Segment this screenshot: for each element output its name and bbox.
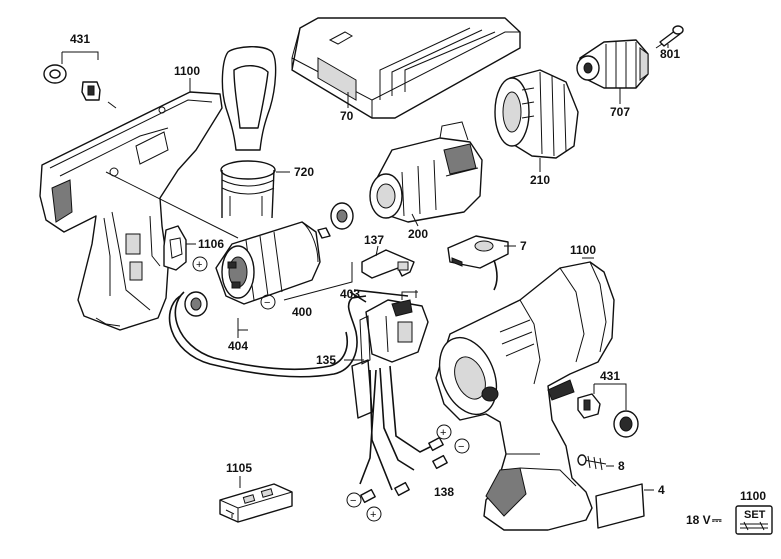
voltage-label: 18 V xyxy=(686,513,711,527)
part-label-707: 707 xyxy=(610,105,630,119)
housing-assembled-right xyxy=(435,261,615,531)
chuck-screw xyxy=(655,25,684,49)
part-label-1100-left: 1100 xyxy=(174,64,200,78)
part-label-1106: 1106 xyxy=(198,237,224,251)
battery-cover xyxy=(219,483,293,523)
part-label-200: 200 xyxy=(408,227,428,241)
lead-minus-sign-1: − xyxy=(458,441,464,453)
motor xyxy=(215,221,331,305)
plus-terminal-sign: + xyxy=(196,259,202,271)
part-label-801: 801 xyxy=(660,47,680,61)
bushing xyxy=(330,202,354,230)
set-badge: SET xyxy=(735,505,773,535)
set-badge-label: SET xyxy=(744,509,766,521)
dc-symbol: ⎓ xyxy=(712,513,722,527)
nameplate xyxy=(595,483,645,529)
motor-washer xyxy=(184,291,208,317)
part-label-70: 70 xyxy=(340,109,354,123)
part-label-137: 137 xyxy=(364,233,384,247)
part-label-1105: 1105 xyxy=(226,461,252,475)
bit-holder-parts-bottom xyxy=(577,393,639,438)
keyless-chuck xyxy=(576,39,649,89)
minus-terminal-sign: − xyxy=(264,297,270,309)
part-label-404: 404 xyxy=(228,339,248,353)
clutch-collar xyxy=(494,69,579,159)
electronic-switch xyxy=(351,299,448,504)
part-label-210: 210 xyxy=(530,173,550,187)
auxiliary-handle xyxy=(220,46,277,219)
part-label-400: 400 xyxy=(292,305,312,319)
lead-minus-sign-2: − xyxy=(350,495,356,507)
part-label-403: 403 xyxy=(340,287,360,301)
part-label-1100-badge: 1100 xyxy=(740,489,766,503)
part-label-431-top: 431 xyxy=(70,32,90,46)
bit-holder-parts-top xyxy=(43,64,101,101)
lead-plus-sign-2: + xyxy=(370,509,376,521)
gearbox xyxy=(369,121,483,223)
part-label-1100-right: 1100 xyxy=(570,243,596,257)
motor-wire-loop xyxy=(168,295,367,378)
lead-plus-sign-1: + xyxy=(440,427,446,439)
part-label-7: 7 xyxy=(520,239,527,253)
housing-screw xyxy=(577,454,607,471)
carrying-case xyxy=(291,17,521,119)
housing-half-left xyxy=(39,91,223,331)
part-label-135: 135 xyxy=(316,353,336,367)
part-label-4: 4 xyxy=(658,483,665,497)
led-module xyxy=(447,235,509,291)
part-label-431-bottom: 431 xyxy=(600,369,620,383)
reversing-slider xyxy=(361,249,415,279)
part-label-138: 138 xyxy=(434,485,454,499)
switch-bracket xyxy=(163,225,187,271)
part-label-720: 720 xyxy=(294,165,314,179)
part-label-8: 8 xyxy=(618,459,625,473)
